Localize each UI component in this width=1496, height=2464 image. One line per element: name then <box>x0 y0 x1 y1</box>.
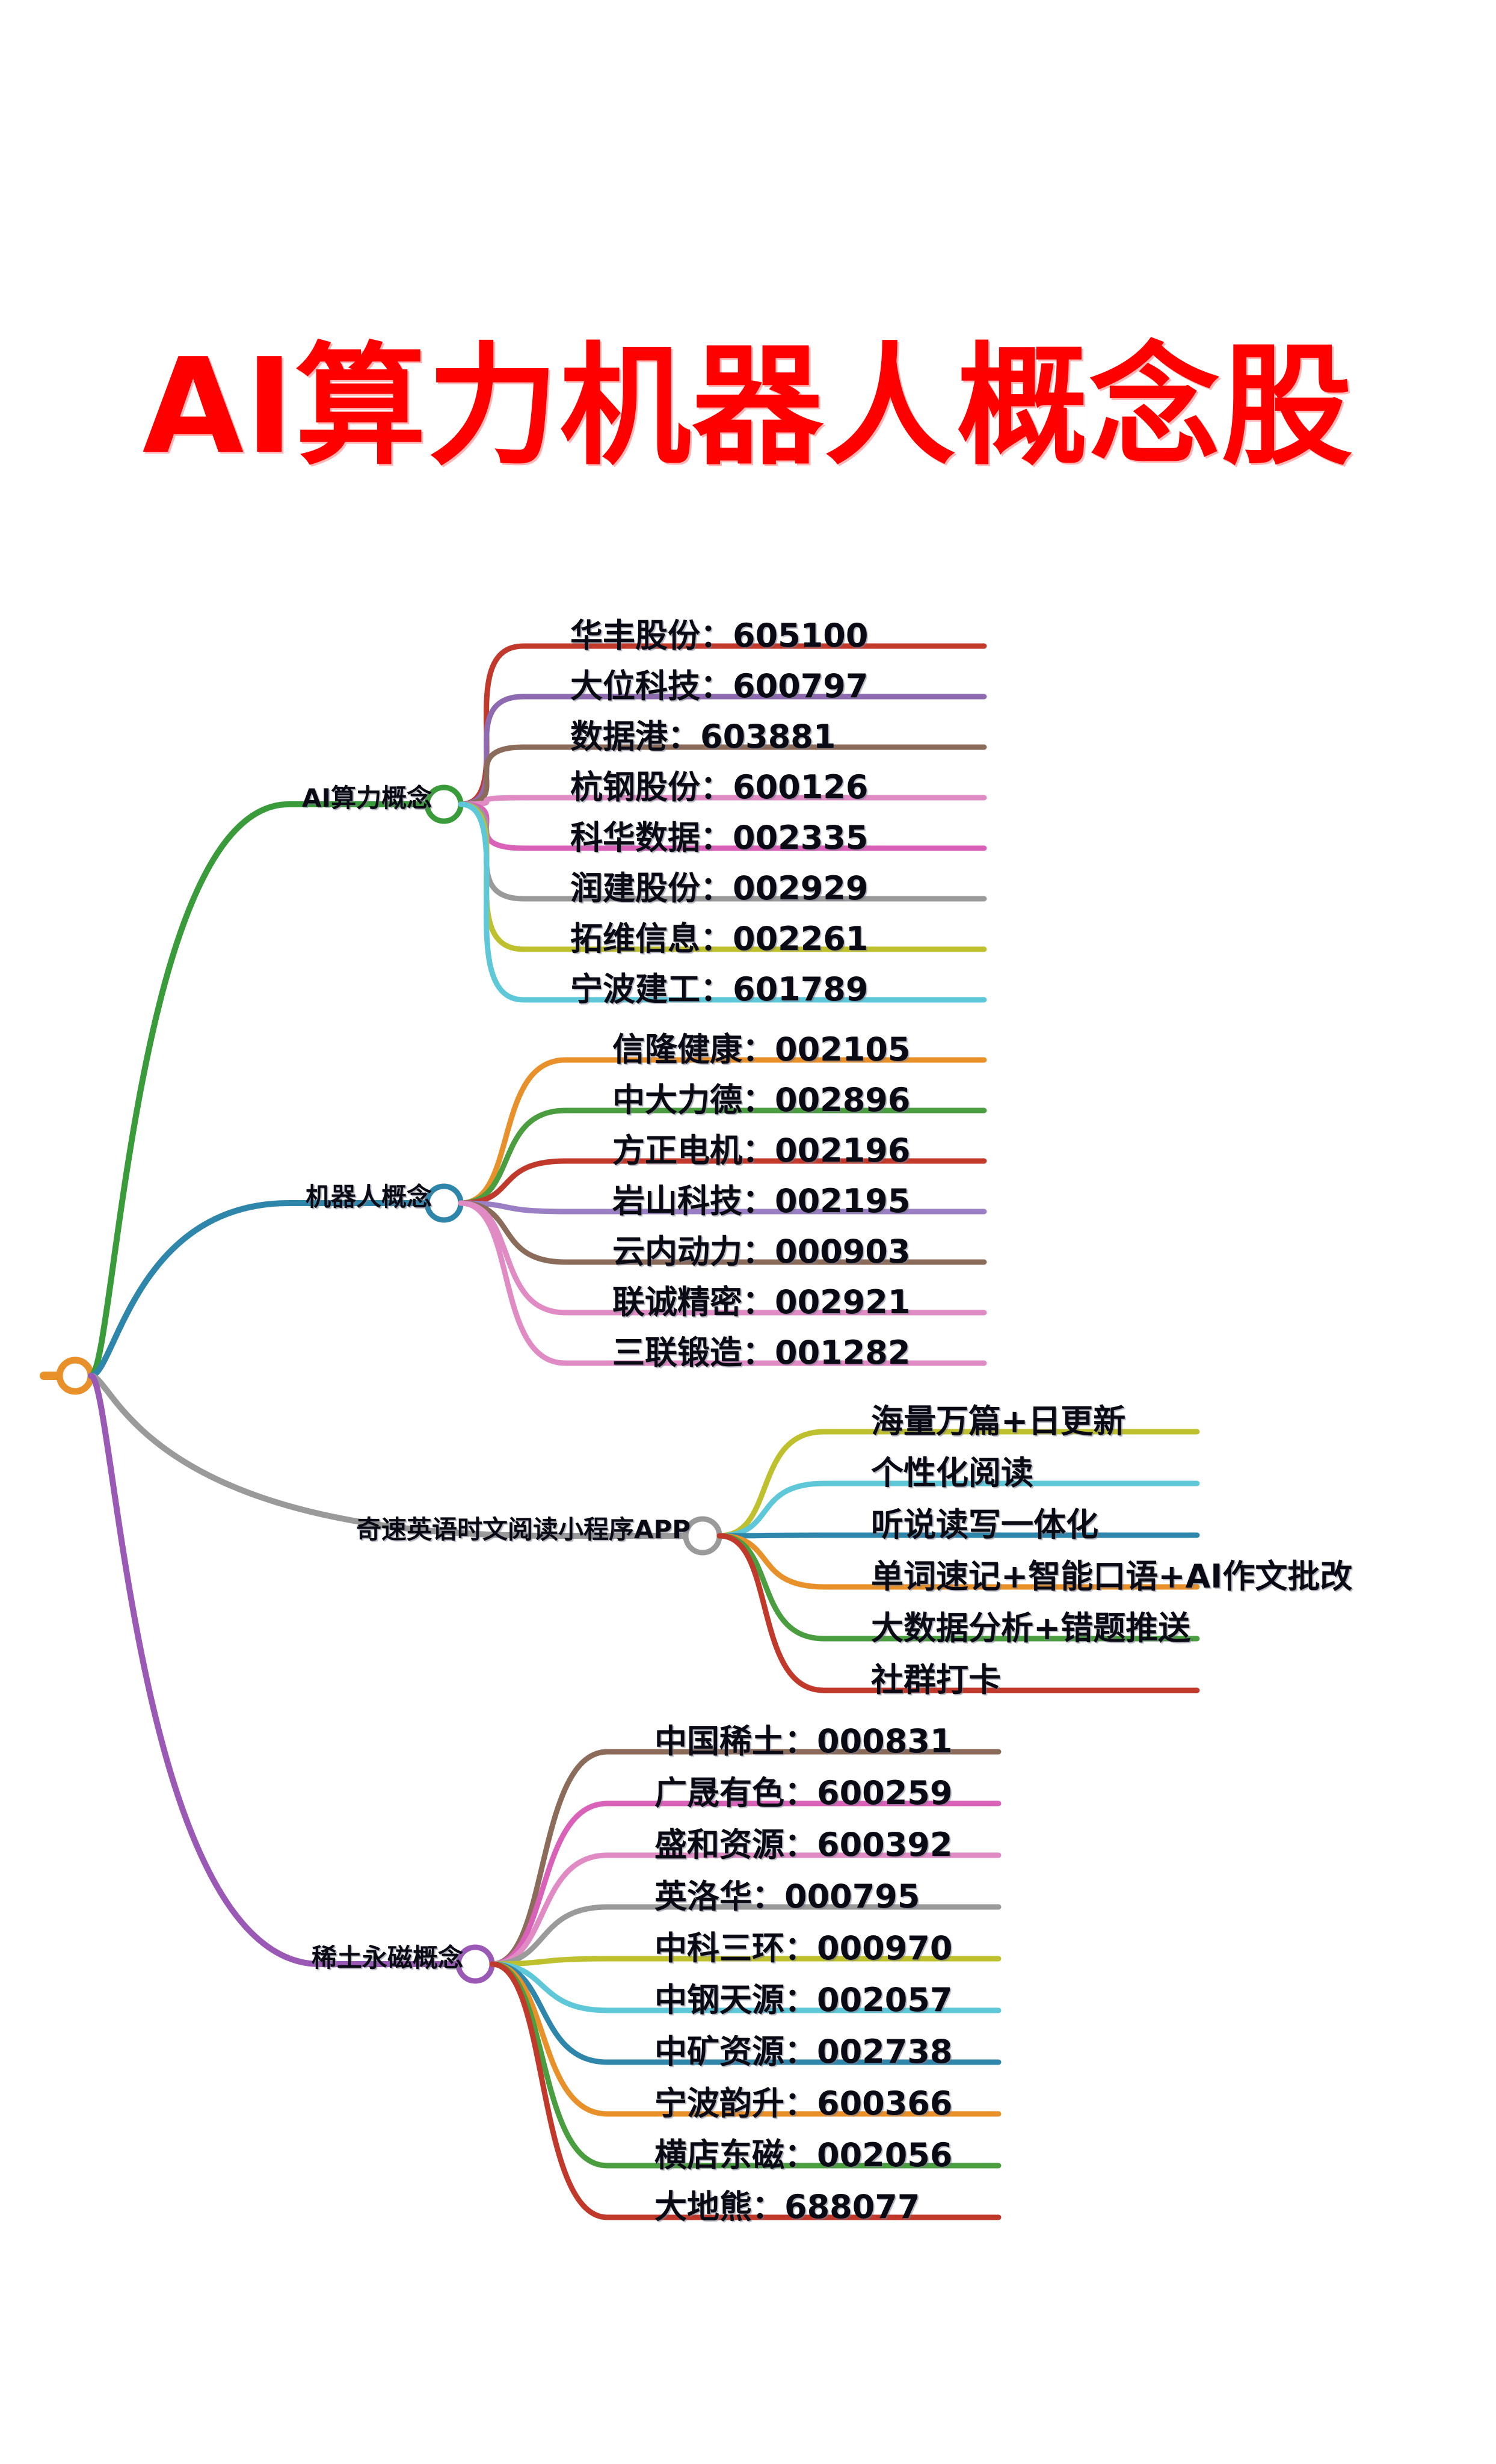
leaf-connector <box>716 1533 1200 1693</box>
leaf-label[interactable]: 拓维信息：002261 <box>570 920 869 958</box>
leaf-connector <box>458 744 987 807</box>
leaf-label[interactable]: 方正电机：002196 <box>612 1132 911 1169</box>
branch-connector <box>88 1373 461 1967</box>
leaf-connector <box>458 1200 987 1366</box>
leaf-label[interactable]: 云内动力：000903 <box>612 1233 911 1270</box>
branch-label[interactable]: 机器人概念 <box>306 1182 432 1212</box>
leaf-connector <box>489 1852 1002 1967</box>
leaf-label[interactable]: 大数据分析+错题推送 <box>871 1609 1191 1647</box>
leaf-connector <box>489 1904 1002 1967</box>
leaf-label[interactable]: 华丰股份：605100 <box>570 617 869 654</box>
branch-node <box>424 1183 464 1223</box>
leaf-label[interactable]: 岩山科技：002195 <box>612 1182 911 1220</box>
leaf-label[interactable]: 宁波建工：601789 <box>570 970 869 1008</box>
branch-label[interactable]: 奇速英语时文阅读小程序APP <box>356 1515 691 1544</box>
branch-label[interactable]: AI算力概念 <box>302 783 432 813</box>
root-node <box>56 1357 94 1395</box>
leaf-label[interactable]: 信隆健康：002105 <box>612 1030 911 1068</box>
leaf-connector <box>458 1107 987 1206</box>
leaf-label[interactable]: 社群打卡 <box>871 1661 1001 1699</box>
leaf-label[interactable]: 润建股份：002929 <box>570 869 869 907</box>
leaf-label[interactable]: 中国稀土：000831 <box>654 1722 953 1760</box>
leaf-label[interactable]: 盛和资源：600392 <box>654 1826 953 1864</box>
leaf-label[interactable]: 中钢天源：002057 <box>654 1981 953 2019</box>
page-title: AI算力机器人概念股 <box>142 331 1354 483</box>
leaf-label[interactable]: 三联锻造：001282 <box>612 1334 911 1372</box>
leaf-label[interactable]: 横店东磁：002056 <box>654 2136 953 2174</box>
leaf-label[interactable]: 联诚精密：002921 <box>612 1283 911 1321</box>
leaf-connector <box>458 1158 987 1206</box>
leaf-label[interactable]: 宁波韵升：600366 <box>654 2084 953 2122</box>
leaf-label[interactable]: 科华数据：002335 <box>570 819 869 857</box>
leaf-label[interactable]: 中大力德：002896 <box>612 1081 911 1119</box>
leaf-label[interactable]: 数据港：603881 <box>570 718 836 756</box>
leaf-connector <box>716 1480 1200 1539</box>
leaf-label[interactable]: 个性化阅读 <box>871 1454 1033 1492</box>
branch-node <box>424 784 464 824</box>
leaf-label[interactable]: 海量万篇+日更新 <box>871 1402 1126 1440</box>
leaf-label[interactable]: 单词速记+智能口语+AI作文批改 <box>871 1557 1353 1595</box>
branch-connector <box>88 1373 689 1539</box>
leaf-label[interactable]: 中科三环：000970 <box>654 1929 953 1967</box>
branch-connector <box>88 801 430 1379</box>
branch-node <box>455 1944 495 1984</box>
leaf-connector <box>489 1961 1002 2220</box>
branch-label[interactable]: 稀土永磁概念 <box>312 1943 464 1973</box>
leaf-label[interactable]: 中矿资源：002738 <box>654 2033 953 2071</box>
leaf-connector <box>458 801 987 1003</box>
branch-node <box>683 1516 722 1556</box>
leaf-label[interactable]: 杭钢股份：600126 <box>570 768 869 806</box>
branch-connector <box>88 1200 430 1379</box>
leaf-label[interactable]: 英洛华：000795 <box>654 1877 920 1915</box>
leaf-label[interactable]: 听说读写一体化 <box>871 1506 1098 1544</box>
leaf-label[interactable]: 大地熊：688077 <box>654 2188 920 2226</box>
leaf-connector <box>716 1429 1200 1539</box>
leaf-label[interactable]: 广晟有色：600259 <box>654 1774 953 1812</box>
leaf-label[interactable]: 大位科技：600797 <box>570 667 869 705</box>
